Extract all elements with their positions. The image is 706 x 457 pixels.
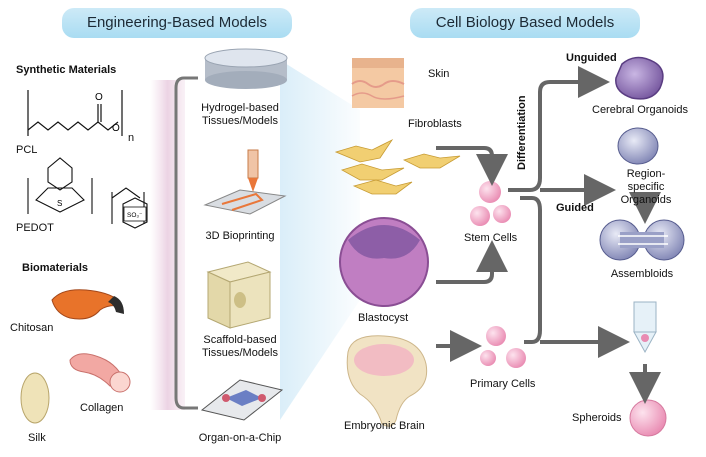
assembloids-label: Assembloids [610, 268, 674, 280]
embryonic-brain-label: Embryonic Brain [344, 420, 425, 432]
primary-cells [480, 326, 526, 368]
skin-tissue [351, 58, 405, 108]
spheroids-label: Spheroids [572, 412, 622, 424]
embryonic-brain [346, 335, 428, 427]
blastocyst-label: Blastocyst [358, 312, 409, 324]
organ-on-chip [200, 379, 284, 421]
chitosan-crab-claw [51, 289, 124, 320]
primary-cells-label: Primary Cells [470, 378, 536, 390]
light-beam [280, 60, 360, 420]
scaffold-label: Scaffold-based Tissues/Models [201, 334, 279, 359]
header-cell-biology: Cell Biology Based Models [410, 8, 640, 38]
materials-band [150, 80, 185, 410]
synthetic-materials-title: Synthetic Materials [16, 64, 117, 76]
biomaterials-title: Biomaterials [22, 262, 89, 274]
header-engineering: Engineering-Based Models [62, 8, 292, 38]
centrifuge-tube [633, 301, 657, 354]
differentiation-label: Differentiation [516, 95, 528, 170]
unguided-label: Unguided [566, 52, 617, 64]
bioprinting-device [203, 149, 287, 215]
skin-label: Skin [428, 68, 450, 80]
pcl-oxygen-ester: O [112, 123, 120, 134]
organ-on-chip-label: Organ-on-a-Chip [198, 432, 282, 444]
stem-cells-label: Stem Cells [464, 232, 518, 244]
pcl-subscript: n [128, 132, 135, 144]
pss-group: SO₃⁻ [127, 212, 143, 219]
pcl-oxygen-top: O [95, 92, 103, 103]
spheroid [629, 399, 667, 437]
region-specific-organoid [617, 127, 659, 165]
scaffold-cube [206, 261, 272, 329]
pcl-label: PCL [16, 144, 38, 156]
silk-label: Silk [28, 432, 46, 444]
hydrogel-label: Hydrogel-based Tissues/Models [201, 102, 279, 127]
pcl-structure [27, 90, 123, 136]
stem-cells [470, 181, 511, 226]
chitosan-label: Chitosan [10, 322, 54, 334]
pedot-sulfur: S [57, 199, 62, 208]
pedot-label: PEDOT [16, 222, 54, 234]
fibroblasts-label: Fibroblasts [408, 118, 462, 130]
fibroblast-cells [334, 138, 461, 195]
hydrogel-disc [204, 48, 288, 89]
flow-arrows [436, 66, 661, 404]
cerebral-organoid [615, 56, 664, 100]
cerebral-organoids-label: Cerebral Organoids [592, 104, 688, 116]
bioprinting-label: 3D Bioprinting [205, 230, 275, 242]
bracket [174, 76, 198, 410]
pss-group-box [123, 206, 147, 222]
guided-label: Guided [556, 202, 594, 214]
assembloid [599, 219, 685, 261]
silk-cocoon [20, 372, 50, 424]
region-specific-label: Region-specific Organoids [620, 168, 672, 206]
collagen-label: Collagen [80, 402, 124, 414]
collagen-fiber [69, 353, 131, 393]
blastocyst [339, 217, 429, 307]
